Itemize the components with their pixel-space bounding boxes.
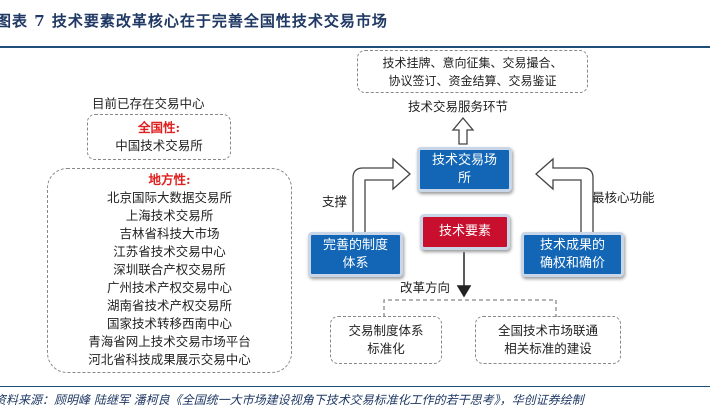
national-item: 中国技术交易所 xyxy=(115,138,203,153)
local-item: 河北省科技成果展示交易中心 xyxy=(88,352,251,367)
market-label: 技术交易场 xyxy=(431,152,497,168)
local-item: 吉林省科技大市场 xyxy=(119,226,220,241)
market-box: 技术交易场所 xyxy=(417,147,512,192)
source-note: 资料来源：顾明峰 陆继军 潘柯良《全国统一大市场建设视角下技术交易标准化工作的若… xyxy=(0,393,584,407)
standard-box-1: 交易制度体系标准化 xyxy=(330,316,442,364)
standard-label: 相关标准的建设 xyxy=(504,341,592,356)
local-item: 北京国际大数据交易所 xyxy=(106,190,232,205)
standard-label: 全国技术市场联通 xyxy=(497,323,598,338)
local-item: 湖南省技术产权交易所 xyxy=(106,298,232,313)
left-heading: 目前已存在交易中心 xyxy=(92,96,205,111)
local-item: 青海省网上技术交易市场平台 xyxy=(88,334,251,349)
support-label: 支撑 xyxy=(322,194,348,209)
system-label: 体系 xyxy=(342,255,369,271)
up-arrow xyxy=(451,116,475,145)
right-curved-arrow xyxy=(535,157,594,239)
rights-box: 技术成果的确权和确价 xyxy=(521,232,624,277)
rights-label: 确权和确价 xyxy=(539,255,605,271)
local-item: 上海技术交易所 xyxy=(125,208,214,223)
services-caption: 技术交易服务环节 xyxy=(408,99,509,114)
services-line: 技术挂牌、意向征集、交易撮合、 xyxy=(382,56,563,70)
standard-label: 标准化 xyxy=(367,341,405,356)
down-arrow xyxy=(456,252,472,298)
title-divider xyxy=(0,46,710,48)
system-label: 完善的制度 xyxy=(322,237,388,253)
national-label: 全国性: xyxy=(137,120,181,135)
services-box: 技术挂牌、意向征集、交易撮合、 协议签订、资金结算、交易鉴证 xyxy=(357,50,588,93)
local-label: 地方性: xyxy=(148,172,191,187)
footer-divider xyxy=(0,386,710,387)
reform-bracket xyxy=(383,299,557,317)
core-function-label: 最核心功能 xyxy=(592,190,655,205)
standard-box-2: 全国技术市场联通相关标准的建设 xyxy=(475,316,621,364)
local-item: 广州技术产权交易中心 xyxy=(106,280,232,295)
market-label: 所 xyxy=(457,170,471,186)
standard-label: 交易制度体系 xyxy=(348,323,424,338)
rights-label: 技术成果的 xyxy=(539,237,605,253)
local-item: 江苏省技术交易中心 xyxy=(113,244,226,259)
local-box: 地方性: 北京国际大数据交易所 上海技术交易所 吉林省科技大市场 江苏省技术交易… xyxy=(47,168,292,373)
system-box: 完善的制度体系 xyxy=(308,232,403,277)
figure-title: 图表 7 技术要素改革核心在于完善全国性技术交易市场 xyxy=(0,12,388,30)
core-box: 技术要素 xyxy=(420,214,510,250)
local-item: 国家技术转移西南中心 xyxy=(106,316,232,331)
services-line: 协议签订、资金结算、交易鉴证 xyxy=(388,74,557,88)
left-curved-arrow xyxy=(352,157,411,239)
local-item: 深圳联合产权交易所 xyxy=(113,262,226,277)
national-box: 全国性: 中国技术交易所 xyxy=(87,114,231,160)
reform-label: 改革方向 xyxy=(400,280,451,295)
